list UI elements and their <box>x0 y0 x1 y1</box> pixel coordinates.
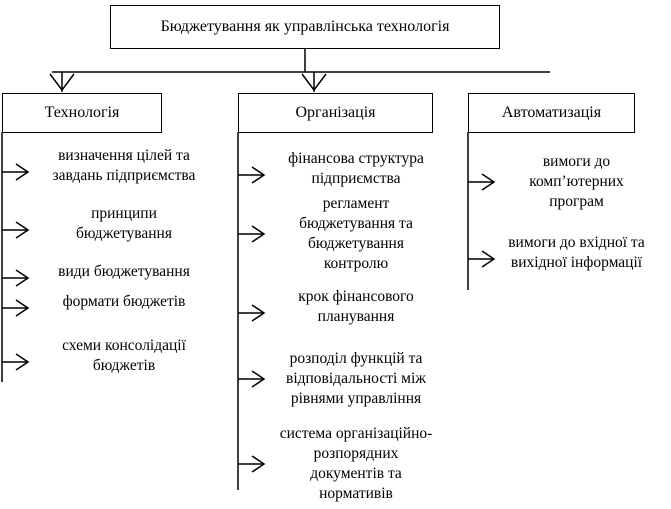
item-line: принципи <box>91 205 157 222</box>
item-1-4: система організаційно-розпорядних докумен… <box>256 424 456 504</box>
item-line: вимоги до <box>542 153 611 170</box>
item-line: система організаційно- <box>279 425 433 442</box>
item-1-0: фінансова структура підприємства <box>256 149 456 189</box>
item-0-4: схеми консолідації бюджетів <box>24 336 224 376</box>
item-arrow-head <box>15 353 30 371</box>
item-1-2: крок фінансового планування <box>256 287 456 327</box>
item-arrow-head <box>481 173 496 191</box>
item-line: планування <box>317 308 395 325</box>
item-0-1: принципи бюджетування <box>24 204 224 244</box>
item-line: підприємства <box>311 170 401 187</box>
item-line: вихідної інформації <box>510 254 643 271</box>
item-0-2: види бюджетування <box>24 262 224 282</box>
item-2-1: вимоги до вхідної та вихідної інформації <box>482 233 671 273</box>
item-line: бюджетування та <box>299 215 413 232</box>
item-1-1: регламент бюджетування та бюджетування конт… <box>256 194 456 274</box>
item-line: бюджетів <box>92 357 156 374</box>
item-line: документів та <box>310 465 402 482</box>
item-arrow-head <box>15 163 30 181</box>
item-line: фінансова структура <box>288 150 424 167</box>
header-automation: Автоматизація <box>468 93 635 133</box>
item-1-3: розподіл функцій та відповідальності між р… <box>256 349 456 409</box>
item-line: схеми консолідації <box>62 337 186 354</box>
item-arrow-head <box>15 269 30 287</box>
item-line: регламент <box>322 195 390 212</box>
item-line: розподіл функцій та <box>289 350 423 367</box>
item-arrow-head <box>251 304 266 322</box>
item-line: нормативів <box>319 485 393 502</box>
item-line: вимоги до вхідної та <box>508 234 645 251</box>
item-line: бюджетування <box>308 235 404 252</box>
item-line: види бюджетування <box>58 263 190 280</box>
item-line: формати бюджетів <box>62 293 186 310</box>
item-line: крок фінансового <box>298 288 414 305</box>
item-arrow-head <box>15 221 30 239</box>
item-0-3: формати бюджетів <box>24 292 224 312</box>
item-line: програм <box>549 193 604 210</box>
item-line: відповідальності між <box>286 370 426 387</box>
item-line: комп’ютерних <box>529 173 624 190</box>
header-organization: Організація <box>238 93 433 133</box>
item-line: рівнями управління <box>290 390 422 407</box>
header-technology: Технологія <box>2 93 162 133</box>
item-2-0: вимоги до комп’ютерних програм <box>482 152 671 212</box>
item-arrow-head <box>481 250 496 268</box>
item-line: розпорядних <box>313 445 399 462</box>
item-arrow-head <box>251 225 266 243</box>
item-arrow-head <box>251 455 266 473</box>
item-arrow-head <box>251 370 266 388</box>
item-line: контролю <box>323 255 389 272</box>
title-box: Бюджетування як управлінська технологія <box>110 5 500 49</box>
item-line: бюджетування <box>76 225 172 242</box>
item-arrow-head <box>15 299 30 317</box>
item-line: завдань підприємства <box>52 167 196 184</box>
item-arrow-head <box>251 166 266 184</box>
item-0-0: визначення цілей та завдань підприємства <box>24 146 224 186</box>
item-line: визначення цілей та <box>58 147 190 164</box>
